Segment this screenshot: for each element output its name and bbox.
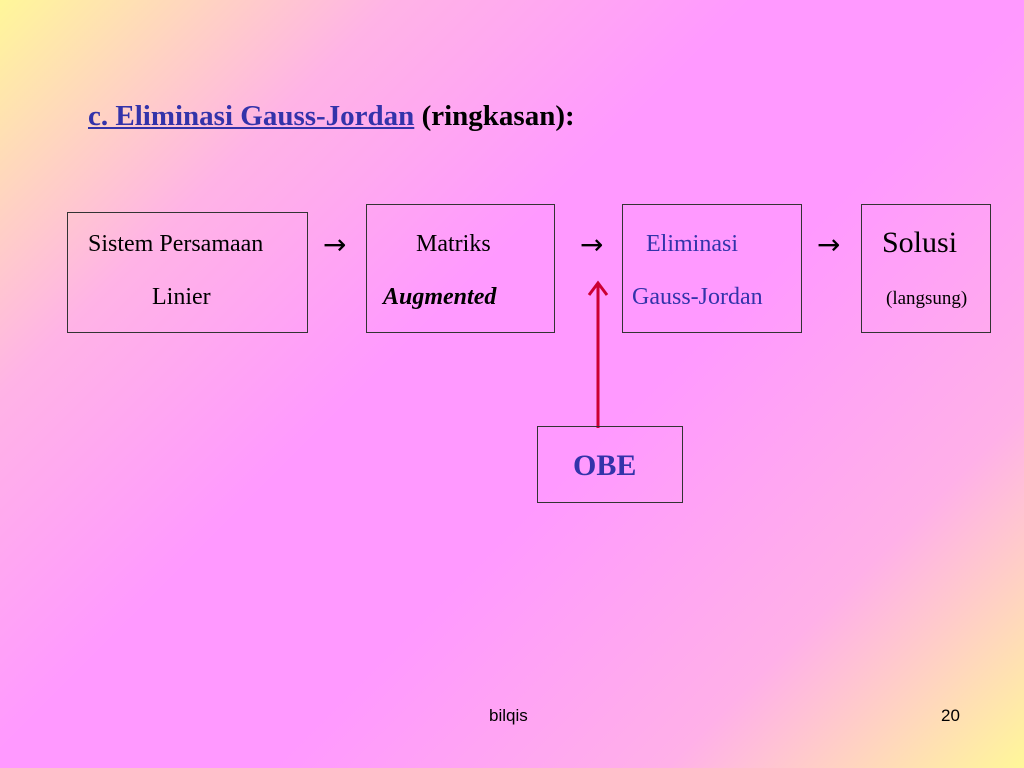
box2-line1: Matriks <box>416 231 491 257</box>
box-obe <box>537 426 683 503</box>
box1-line2: Linier <box>152 284 211 310</box>
box3-line1: Eliminasi <box>646 231 738 257</box>
obe-label: OBE <box>573 449 637 482</box>
box-sistem-persamaan <box>67 212 308 333</box>
box3-line2: Gauss-Jordan <box>632 284 763 310</box>
box-solusi <box>861 204 991 333</box>
flow-arrow-1: → <box>323 228 347 261</box>
title-suffix: (ringkasan): <box>421 100 575 132</box>
title-link[interactable]: c. Eliminasi Gauss-Jordan <box>88 100 415 132</box>
box4-line2: (langsung) <box>886 288 968 309</box>
box-eliminasi-gauss-jordan <box>622 204 802 333</box>
footer-author: bilqis <box>489 706 528 725</box>
flow-arrow-3: → <box>817 228 841 261</box>
obe-arrow-head <box>587 280 609 296</box>
box4-line1: Solusi <box>882 226 958 259</box>
box2-line2: Augmented <box>383 284 497 310</box>
box1-line1: Sistem Persamaan <box>88 231 264 257</box>
footer-page-number: 20 <box>941 706 960 725</box>
slide-title: c. Eliminasi Gauss-Jordan (ringkasan): <box>88 100 575 133</box>
box-matriks-augmented <box>366 204 555 333</box>
flow-arrow-2: → <box>580 228 604 261</box>
obe-arrow <box>587 280 609 428</box>
